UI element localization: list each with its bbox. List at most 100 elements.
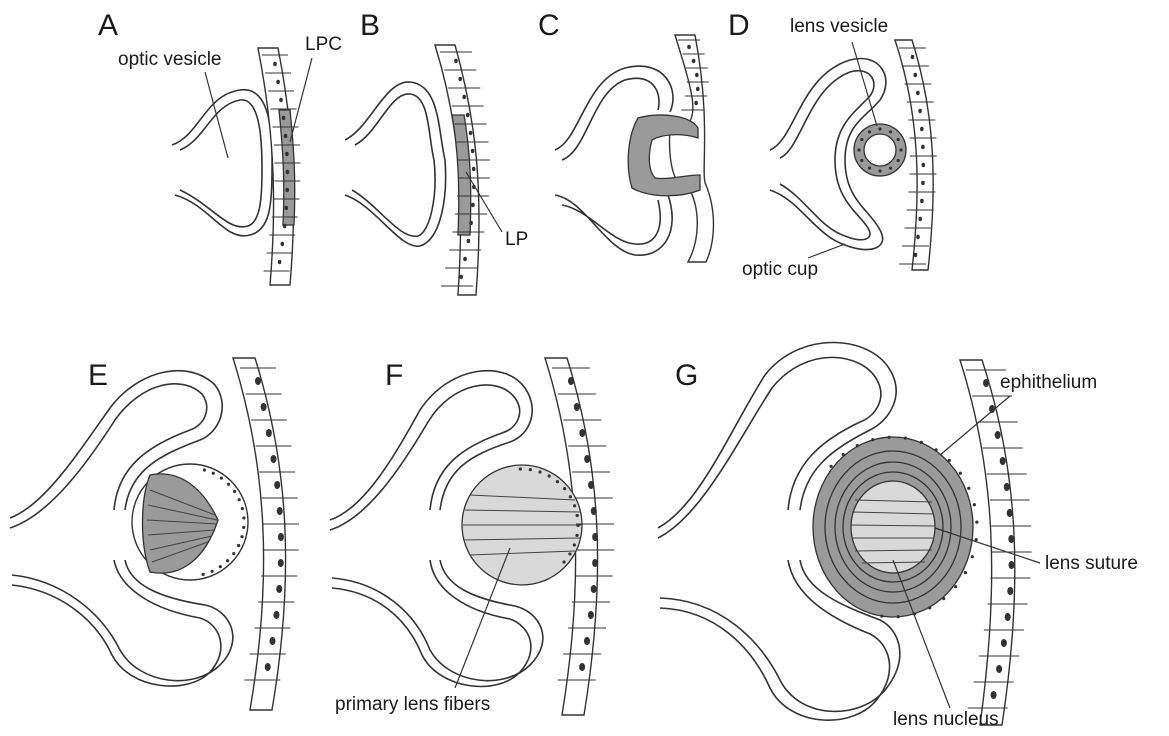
epithelial-nucleus [562,560,565,563]
lens-vesicle-lumen [864,134,896,166]
epithelial-nucleus [232,552,235,555]
epithelial-nucleus [237,544,240,547]
epithelial-nucleus [241,507,244,510]
label-primary-lens-fibers: primary lens fibers [335,694,490,715]
lens-e [132,464,248,580]
epithelial-nucleus [519,467,522,470]
label-lpc: LPC [305,34,342,55]
cell-nucleus [1007,509,1013,517]
cell-nucleus [471,149,475,153]
cell-nucleus [274,481,280,489]
label-lp: LP [505,229,528,250]
cell-nucleus [285,188,289,192]
epithelial-nucleus [548,474,551,477]
epithelial-nucleus [880,614,883,617]
cell-nucleus [271,455,277,463]
panel-letter-c: C [538,9,560,42]
epithelial-nucleus [240,535,243,538]
cell-nucleus [261,403,267,411]
epithelial-nucleus [913,612,916,615]
cell-nucleus [579,663,585,671]
epithelial-nucleus [897,615,900,618]
epithelial-nucleus [842,453,845,456]
cell-nucleus [920,127,924,131]
epithelial-nucleus [563,487,566,490]
cell-nucleus [270,637,276,645]
panel-letter-d: D [728,9,750,42]
cell-nucleus [1000,457,1006,465]
lens-nucleus-core [851,481,935,573]
cell-nucleus [584,455,590,463]
epithelial-nucleus [871,438,874,441]
cell-nucleus [1009,561,1015,569]
epithelial-nucleus [975,520,978,523]
cell-nucleus [916,235,920,239]
cell-nucleus [568,377,574,385]
panel-letter-b: B [360,9,380,42]
epithelial-nucleus [860,159,863,162]
panel-letter-a: A [98,9,118,42]
epithelial-nucleus [573,543,576,546]
cell-nucleus [921,145,925,149]
cell-nucleus [466,113,470,117]
cell-nucleus [284,206,288,210]
cell-nucleus [911,55,915,59]
cell-nucleus [279,98,283,102]
panel-c: C [538,9,714,262]
panel-letter-f: F [385,359,403,392]
cell-nucleus [916,91,920,95]
epithelial-nucleus [959,472,962,475]
cell-nucleus [592,559,598,567]
epithelial-nucleus [242,526,245,529]
epithelial-nucleus [538,470,541,473]
panel-letter-g: G [675,359,698,392]
panel-f: F primary lens fibers [330,358,598,715]
optic-cup-c-lower [555,195,672,255]
cell-nucleus [467,239,471,243]
label-lens-nucleus: lens nucleus [893,709,999,730]
epithelial-nucleus [868,167,871,170]
epithelial-nucleus [529,468,532,471]
lens-f [462,465,582,585]
epithelial-nucleus [857,148,860,151]
label-optic-vesicle: optic vesicle [118,49,222,70]
cell-nucleus [1007,587,1013,595]
cell-nucleus [1001,639,1007,647]
cell-nucleus [695,73,699,77]
cell-nucleus [281,242,285,246]
epithelial-nucleus [935,448,938,451]
epithelial-nucleus [556,480,559,483]
label-lens-vesicle: lens vesicle [790,16,888,37]
cell-nucleus [276,80,280,84]
epithelial-nucleus [233,490,236,493]
epithelial-nucleus [203,468,206,471]
cell-nucleus [278,559,284,567]
label-lens-suture: lens suture [1045,553,1138,574]
epithelial-nucleus [878,127,881,130]
panel-a: A optic vesicle LPC [98,9,342,285]
cell-nucleus [574,403,580,411]
epithelial-nucleus [889,130,892,133]
cell-nucleus [584,637,590,645]
cell-nucleus [914,253,918,257]
lpc-leader [290,58,312,142]
cell-nucleus [588,611,594,619]
cell-nucleus [266,429,272,437]
epithelial-nucleus [897,159,900,162]
cell-nucleus [265,663,271,671]
cell-nucleus [921,181,925,185]
epithelial-nucleus [964,571,967,574]
epithelial-nucleus [920,441,923,444]
panel-e: E [10,358,286,710]
epithelial-nucleus [242,516,245,519]
epithelial-nucleus [575,534,578,537]
cell-nucleus [918,109,922,113]
cell-nucleus [913,73,917,77]
cell-nucleus [918,217,922,221]
cell-nucleus [463,257,467,261]
cell-nucleus [983,379,989,387]
epithelial-nucleus [878,169,881,172]
epithelial-nucleus [889,167,892,170]
cell-nucleus [282,116,286,120]
